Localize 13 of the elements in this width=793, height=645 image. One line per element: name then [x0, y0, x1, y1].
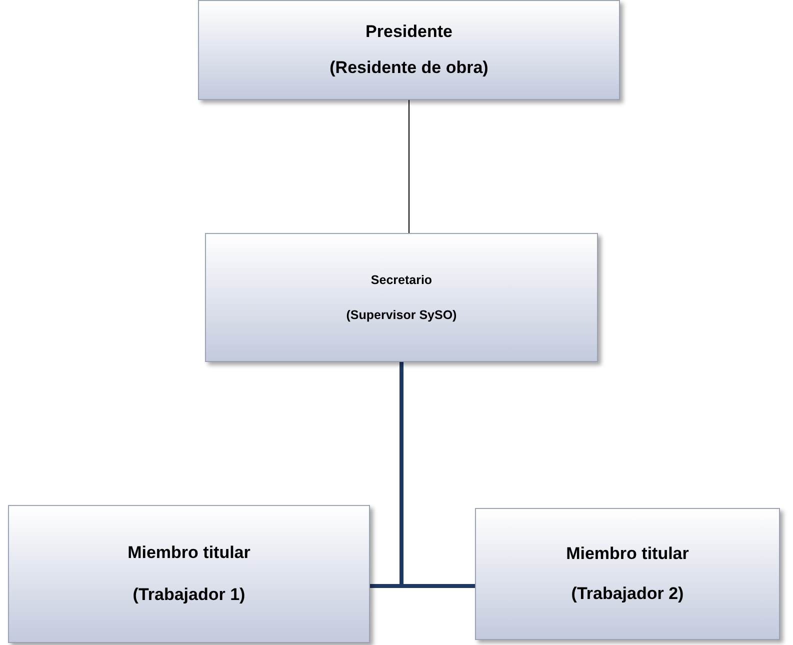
role-holder: (Residente de obra) [330, 58, 488, 78]
role-box [475, 508, 780, 640]
connector-line [408, 100, 410, 234]
role-holder: (Trabajador 2) [571, 584, 684, 604]
role-title: Presidente [366, 22, 452, 42]
role-holder: (Trabajador 1) [132, 585, 246, 606]
role-title: Miembro titular [566, 544, 689, 564]
role-box [205, 233, 598, 362]
role-title: Secretario [370, 273, 432, 287]
role-box [198, 0, 620, 100]
role-title: Miembro titular [128, 542, 250, 563]
role-box [8, 505, 370, 643]
role-holder: (Supervisor SySO) [346, 308, 457, 322]
